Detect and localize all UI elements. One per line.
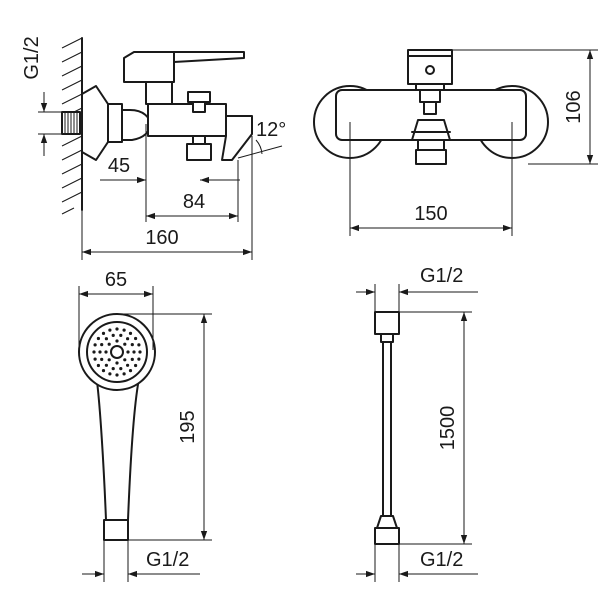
nozzle-dot bbox=[128, 331, 133, 335]
nozzle-dot bbox=[104, 363, 108, 367]
dim-195: 195 bbox=[117, 313, 212, 541]
hand-shower-nozzles bbox=[92, 327, 142, 377]
nozzle-dot bbox=[98, 350, 102, 354]
nozzle-dot bbox=[115, 339, 119, 343]
dim-label-160: 160 bbox=[145, 227, 178, 249]
nozzle-dot bbox=[101, 331, 106, 335]
dim-label-hand-thread: G1/2 bbox=[146, 549, 189, 571]
nozzle-dot bbox=[130, 343, 134, 347]
dim-label-hose-top: G1/2 bbox=[420, 265, 463, 287]
spout bbox=[221, 115, 253, 161]
dim-label-106: 106 bbox=[563, 90, 585, 123]
nozzle-dot bbox=[104, 350, 108, 354]
dim-65: 65 bbox=[78, 269, 154, 350]
faucet-side-view: G1/2 45 84 160 12° bbox=[21, 36, 286, 260]
nozzle-dot bbox=[100, 343, 104, 347]
dim-label-195: 195 bbox=[177, 410, 199, 443]
dim-label-45: 45 bbox=[108, 155, 130, 177]
dim-angle: 12° bbox=[237, 119, 286, 159]
dim-label-150: 150 bbox=[414, 203, 447, 225]
nozzle-dot bbox=[111, 367, 115, 371]
hose-bottom-ferrule bbox=[376, 515, 398, 529]
lever-handle bbox=[123, 51, 245, 105]
nozzle-dot bbox=[134, 363, 138, 368]
wall-connector-thread bbox=[61, 111, 81, 135]
nozzle-dot bbox=[104, 337, 108, 341]
dim-1500: 1500 bbox=[399, 311, 472, 545]
nozzle-dot bbox=[92, 350, 96, 354]
hand-shower-handle bbox=[95, 373, 141, 521]
dim-wall-thread: G1/2 bbox=[21, 36, 64, 156]
dim-label-angle: 12° bbox=[256, 119, 286, 141]
diverter-knob bbox=[187, 91, 211, 113]
nozzle-dot bbox=[100, 357, 104, 361]
nozzle-dot bbox=[137, 357, 141, 361]
nozzle-dot bbox=[138, 350, 142, 354]
hose-top-ferrule bbox=[380, 333, 394, 343]
nozzle-dot bbox=[122, 372, 126, 376]
dim-hand-thread: G1/2 bbox=[82, 540, 200, 582]
nozzle-dot bbox=[96, 363, 100, 368]
nozzle-dot bbox=[119, 333, 123, 337]
hand-shower-connector bbox=[103, 519, 129, 541]
front-spout bbox=[411, 119, 451, 165]
nozzle-dot bbox=[115, 327, 119, 331]
nozzle-dot bbox=[96, 336, 100, 341]
nozzle-dot bbox=[107, 358, 111, 362]
dim-150: 150 bbox=[349, 122, 513, 236]
nozzle-dot bbox=[130, 357, 134, 361]
nozzle-dot bbox=[107, 342, 111, 346]
shower-hose: G1/2 1500 G1/2 bbox=[356, 265, 478, 582]
hand-shower: 65 195 G1/2 bbox=[78, 269, 212, 582]
eccentric-nut bbox=[107, 103, 123, 143]
nozzle-dot bbox=[93, 357, 97, 361]
nozzle-dot bbox=[126, 337, 130, 341]
nozzle-dot bbox=[111, 333, 115, 337]
nozzle-dot bbox=[132, 350, 136, 354]
nozzle-dot bbox=[123, 342, 127, 346]
hose-bottom-nut bbox=[374, 527, 400, 545]
nozzle-dot bbox=[122, 328, 126, 332]
dim-hose-thread-top: G1/2 bbox=[356, 265, 478, 312]
dim-hose-thread-bottom: G1/2 bbox=[356, 544, 478, 582]
hose-top-nut bbox=[374, 311, 400, 335]
nozzle-dot bbox=[134, 336, 138, 341]
dim-106: 106 bbox=[452, 49, 598, 165]
dim-label-1500: 1500 bbox=[437, 406, 459, 451]
nozzle-dot bbox=[93, 343, 97, 347]
dim-160: 160 bbox=[81, 136, 253, 260]
nozzle-dot bbox=[119, 367, 123, 371]
escutcheon bbox=[81, 85, 109, 161]
front-lever bbox=[407, 49, 453, 91]
dim-84: 84 bbox=[145, 160, 239, 222]
nozzle-dot bbox=[101, 369, 106, 373]
nozzle-dot bbox=[128, 369, 133, 373]
dim-label-hose-bottom: G1/2 bbox=[420, 549, 463, 571]
nozzle-dot bbox=[137, 343, 141, 347]
nozzle-dot bbox=[108, 372, 112, 376]
nozzle-dot bbox=[126, 350, 130, 354]
nozzle-dot bbox=[123, 358, 127, 362]
faucet-front-view: 106 150 bbox=[313, 49, 598, 236]
dim-label-thread: G1/2 bbox=[21, 36, 43, 79]
nozzle-dot bbox=[115, 361, 119, 365]
dim-label-84: 84 bbox=[183, 191, 205, 213]
nozzle-dot bbox=[108, 328, 112, 332]
faucet-body-main bbox=[147, 103, 227, 137]
dim-label-65: 65 bbox=[105, 269, 127, 291]
front-diverter bbox=[419, 89, 441, 115]
nozzle-dot bbox=[126, 363, 130, 367]
hose-outlet bbox=[186, 135, 212, 161]
nozzle-dot bbox=[115, 373, 119, 377]
dim-45: 45 bbox=[100, 124, 240, 188]
